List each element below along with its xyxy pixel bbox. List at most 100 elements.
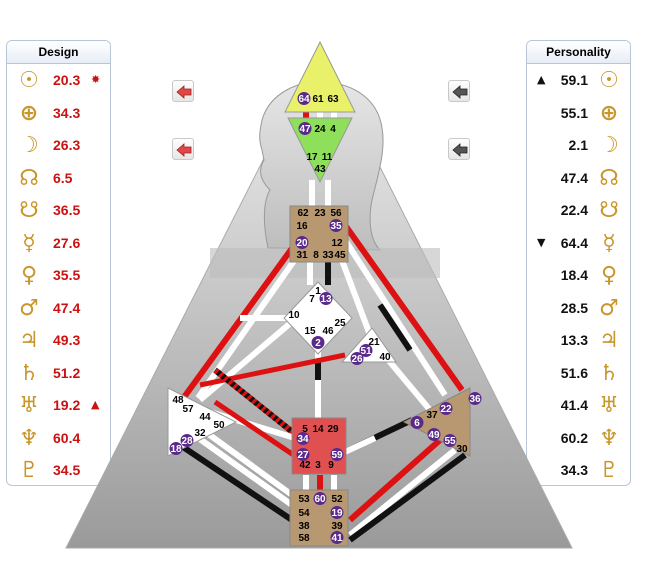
gate-number: 5 <box>302 424 308 435</box>
root-center <box>289 489 349 547</box>
personality-row: ☊47.4 <box>527 164 630 194</box>
gate-number: 46 <box>322 326 334 337</box>
spleen-center <box>167 387 238 457</box>
neptune-icon: ♆ <box>19 425 39 451</box>
channel <box>348 447 457 538</box>
gate-circle <box>329 219 343 232</box>
gate-circle <box>313 492 327 505</box>
design-gate-value: 34.3 <box>53 104 81 121</box>
design-arrow-button-bottom[interactable] <box>172 138 194 160</box>
gate-number: 29 <box>327 424 339 435</box>
gate-circle <box>443 434 457 447</box>
left-arrow-icon <box>176 143 192 157</box>
personality-row: ♇ 34.3 <box>527 456 630 485</box>
gate-number: 8 <box>313 250 319 261</box>
personality-gate-value: 13.3 <box>560 332 588 348</box>
design-gate-value: 47.4 <box>53 299 81 316</box>
gate-number: 37 <box>426 410 438 421</box>
gate-circle <box>330 531 344 544</box>
sun-icon: ☉ <box>599 68 619 93</box>
left-arrow-icon <box>176 85 192 99</box>
personality-row: ☋22.4 <box>527 196 630 226</box>
design-row: ♀35.5 <box>7 261 110 291</box>
channel <box>199 352 346 388</box>
jupiter-icon: ♃ <box>19 328 39 353</box>
gate-circle <box>180 434 194 447</box>
mars-icon: ♂ <box>599 295 619 321</box>
design-gate-value: 20.3 <box>53 72 81 88</box>
design-mark: ▲ <box>91 398 100 411</box>
personality-arrow-button-bottom[interactable] <box>448 138 470 160</box>
gate-number: 16 <box>296 221 308 232</box>
personality-row: ♆60.2 <box>527 424 630 454</box>
channel <box>377 303 413 352</box>
venus-icon: ♀ <box>600 263 618 288</box>
channel <box>343 417 414 455</box>
gate-number: 28 <box>181 436 193 447</box>
channel <box>343 435 377 455</box>
design-gate-value: 36.5 <box>53 202 81 218</box>
gate-number: 52 <box>331 494 343 505</box>
personality-row: ☉59.1▲ <box>527 66 630 96</box>
personality-row: ♅41.4 <box>527 391 630 421</box>
personality-gate-value: 34.3 <box>560 462 588 478</box>
gate-number: 30 <box>456 444 468 455</box>
gate-circle <box>427 428 441 441</box>
design-gate-value: 51.2 <box>53 364 81 381</box>
design-row: ♃49.3 <box>7 326 110 356</box>
background-triangle <box>65 46 573 549</box>
channel <box>194 422 294 498</box>
gate-number: 14 <box>312 424 324 435</box>
channel <box>348 437 442 523</box>
head-silhouette <box>259 81 384 251</box>
channel <box>195 253 301 400</box>
head-center <box>284 40 356 113</box>
design-arrow-button-top[interactable] <box>172 80 194 102</box>
gate-circle <box>439 402 453 415</box>
channel <box>178 442 294 523</box>
gate-number: 19 <box>331 508 343 519</box>
moon-icon: ☽ <box>599 133 619 158</box>
personality-panel: Personality ☉59.1▲⊕55.1☽2.1☊47.4☋22.4☿64… <box>526 40 631 486</box>
gate-number: 59 <box>331 450 343 461</box>
gate-circle <box>169 442 183 455</box>
design-row: ☋36.5 <box>7 196 110 226</box>
gate-circle <box>330 506 344 519</box>
design-gate-value: 60.4 <box>53 429 81 446</box>
gate-circle <box>350 352 364 365</box>
gate-number: 13 <box>320 294 332 305</box>
neptune-icon: ♆ <box>599 425 619 451</box>
uranus-icon: ♅ <box>599 393 619 418</box>
gate-number: 1 <box>315 286 321 297</box>
channel <box>213 399 297 459</box>
gate-number: 51 <box>360 346 372 357</box>
personality-arrow-button-top[interactable] <box>448 80 470 102</box>
gate-number: 9 <box>328 460 334 471</box>
gate-circle <box>296 432 310 445</box>
gate-circle <box>297 92 311 105</box>
personality-gate-value: 18.4 <box>560 267 588 283</box>
earth-icon: ⊕ <box>19 100 39 126</box>
design-gate-value: 6.5 <box>53 169 73 186</box>
gate-number: 63 <box>327 94 339 105</box>
personality-row: ♀ 18.4 <box>527 261 630 291</box>
gate-number: 49 <box>428 430 440 441</box>
gate-number: 32 <box>194 428 206 439</box>
channel <box>377 348 433 412</box>
gate-number: 3 <box>315 460 321 471</box>
personality-gate-value: 55.1 <box>560 104 588 121</box>
gate-number: 26 <box>351 354 363 365</box>
gate-number: 34 <box>297 434 309 445</box>
gate-circle <box>410 416 424 429</box>
gate-circle <box>330 448 344 461</box>
personality-gate-value: 22.4 <box>560 202 588 218</box>
personality-row: ⊕55.1 <box>527 99 630 129</box>
personality-gate-value: 28.5 <box>560 299 588 316</box>
pluto-icon: ♇ <box>599 458 619 483</box>
mars-icon: ♂ <box>19 295 39 321</box>
pluto-icon: ♇ <box>19 458 39 483</box>
gate-number: 60 <box>314 494 326 505</box>
design-row: ♇34.5 <box>7 456 110 485</box>
sun-icon: ☉ <box>19 68 39 93</box>
north-node-icon: ☊ <box>599 165 619 191</box>
